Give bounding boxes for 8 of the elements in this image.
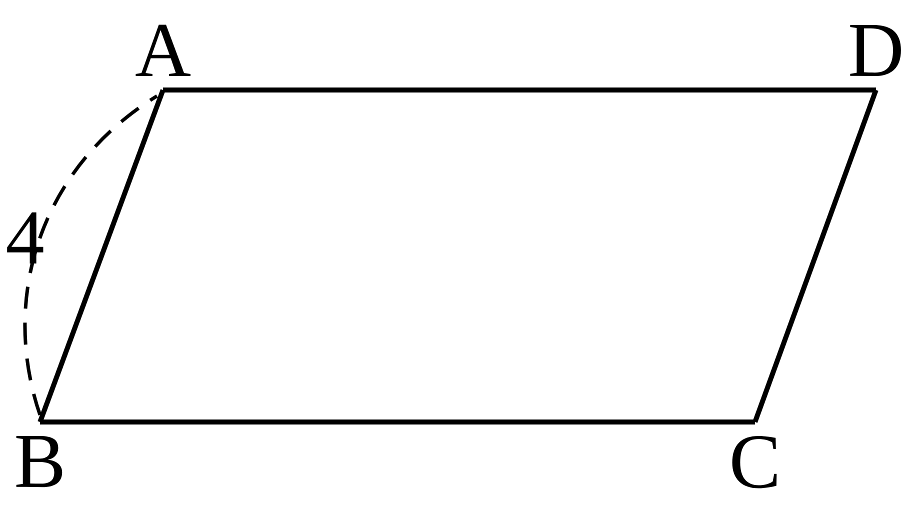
side-line: [40, 419, 755, 424]
vertex-point: A: [136, 24, 190, 76]
vertex-point: B: [16, 436, 62, 488]
side-line: [163, 87, 876, 92]
vertex-point: C: [732, 436, 777, 488]
side-line: [38, 89, 166, 423]
vertex-point: D: [850, 24, 901, 76]
side-line: [752, 89, 878, 423]
